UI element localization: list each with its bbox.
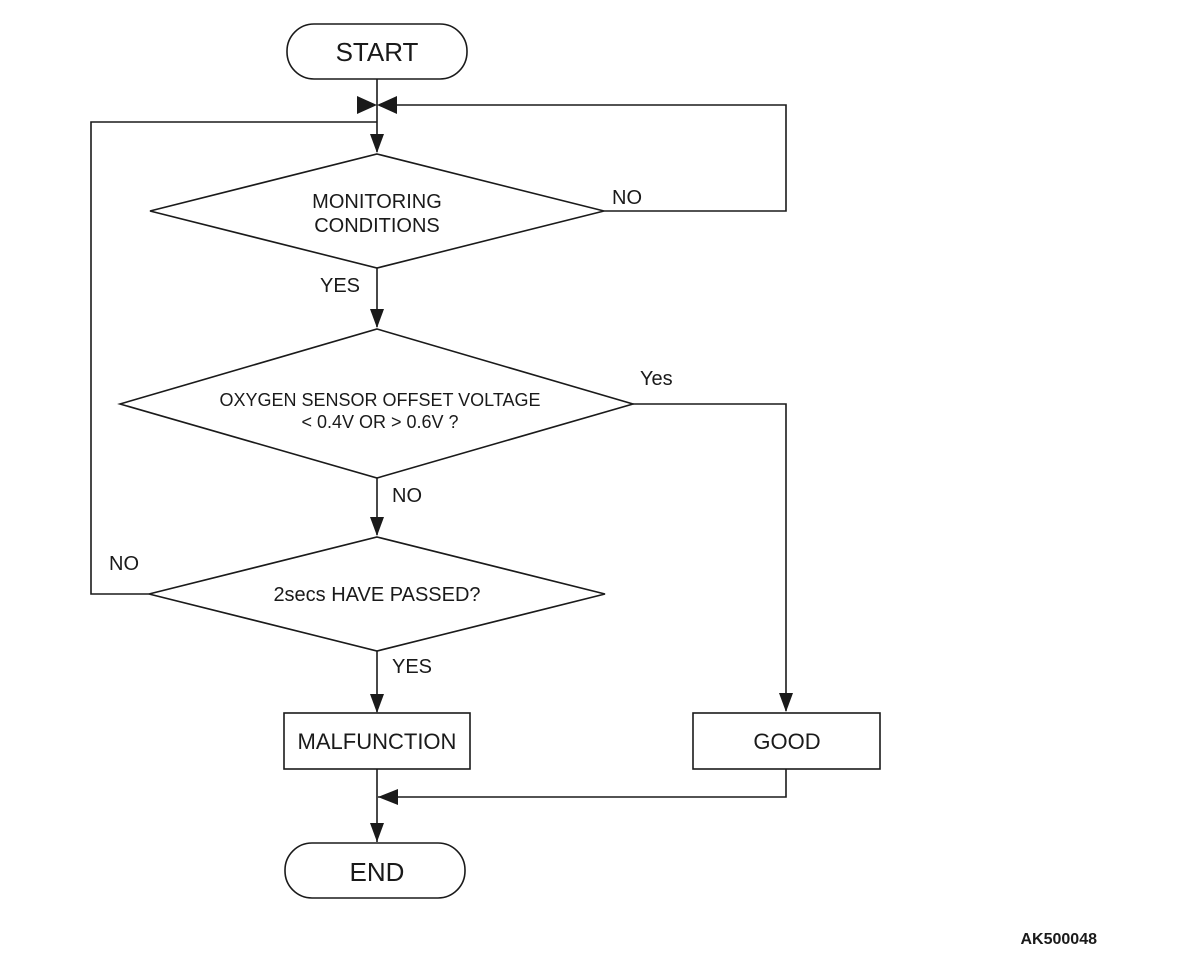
figure-code: AK500048 (1021, 931, 1098, 948)
time-label: 2secs HAVE PASSED? (273, 584, 480, 606)
process-good (692, 712, 881, 770)
arrow-into-good (779, 693, 793, 712)
time-no-label: NO (109, 553, 139, 575)
arrow-into-monitoring (370, 134, 384, 153)
arrow-into-malfunction (370, 694, 384, 713)
end-terminal (284, 842, 466, 899)
monitoring-line1: MONITORING (312, 191, 442, 213)
process-malfunction (283, 712, 471, 770)
loop-time-no (90, 121, 377, 595)
arrow-junction-right (377, 96, 397, 114)
arrow-junction-left (357, 96, 377, 114)
arrow-into-time (370, 517, 384, 536)
time-yes-label: YES (392, 656, 432, 678)
start-label: START (336, 37, 419, 67)
offset-yes-label: Yes (640, 368, 673, 390)
offset-line1: OXYGEN SENSOR OFFSET VOLTAGE (219, 390, 540, 410)
offset-line2: < 0.4V OR > 0.6V ? (301, 412, 458, 432)
offset-no-label: NO (392, 485, 422, 507)
loop-monitoring-no (397, 104, 787, 212)
malfunction-label: MALFUNCTION (298, 729, 457, 754)
arrow-into-offset (370, 309, 384, 328)
monitoring-yes-label: YES (320, 275, 360, 297)
good-label: GOOD (753, 729, 820, 754)
connector-offset-yes-to-good (633, 403, 787, 711)
monitoring-no-label: NO (612, 187, 642, 209)
connector-good-merge (378, 769, 787, 798)
monitoring-line2: CONDITIONS (314, 215, 440, 237)
arrow-into-end (370, 823, 384, 842)
arrow-merge (378, 789, 398, 805)
end-label: END (350, 857, 405, 887)
